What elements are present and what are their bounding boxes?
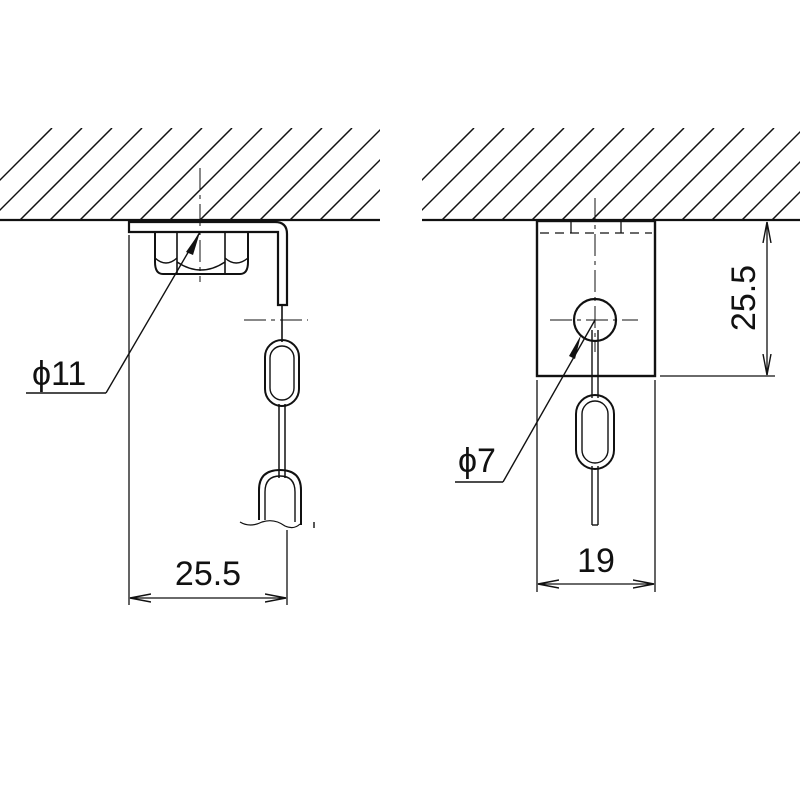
left-ceiling	[0, 128, 380, 222]
hatch-line	[19, 128, 113, 220]
hatch-line	[0, 128, 53, 182]
hex-nut	[154, 231, 249, 275]
right-hole-diameter-label: ϕ7	[458, 442, 496, 480]
hatch-line	[681, 128, 775, 220]
left-view: ϕ11 25.5	[0, 128, 380, 605]
hatch-line	[79, 128, 173, 220]
hatch-line	[741, 160, 800, 220]
hatch-line	[199, 128, 293, 220]
hatch-line	[422, 128, 505, 212]
hatch-line	[621, 128, 715, 220]
hatch-line	[422, 128, 475, 182]
hatch-line	[471, 128, 565, 220]
right-ceiling	[422, 128, 800, 222]
hatch-line	[289, 128, 380, 220]
right-height-dimension	[660, 222, 775, 377]
hatch-line	[441, 128, 535, 220]
l-bracket	[127, 220, 289, 307]
left-width-dimension	[128, 235, 288, 605]
hatch-line	[591, 128, 685, 220]
hatch-line	[651, 128, 745, 220]
hatch-line	[109, 128, 203, 220]
left-ceiling-hatch	[0, 128, 380, 220]
hatch-line	[169, 128, 263, 220]
right-height-label: 25.5	[725, 265, 763, 331]
hatch-line	[349, 188, 380, 220]
right-chain	[575, 330, 615, 526]
right-view: ϕ7 25.5 19	[422, 128, 800, 592]
hatch-line	[319, 158, 380, 220]
hatch-line	[229, 128, 323, 220]
right-width-dimension	[536, 380, 656, 592]
bracket-plate	[535, 219, 657, 378]
hatch-line	[771, 190, 800, 220]
hatch-line	[259, 128, 353, 220]
right-hole-leader	[455, 319, 596, 483]
right-ceiling-hatch	[422, 128, 800, 220]
left-width-label: 25.5	[175, 555, 241, 593]
hatch-line	[561, 128, 655, 220]
left-hole-leader	[26, 231, 201, 394]
hatch-line	[501, 128, 595, 220]
hatch-line	[711, 130, 800, 220]
hatch-line	[49, 128, 143, 220]
left-hole-diameter-label: ϕ11	[32, 355, 86, 393]
hatch-line	[531, 128, 625, 220]
left-chain	[239, 305, 315, 529]
hatch-line	[139, 128, 233, 220]
right-width-label: 19	[577, 542, 615, 580]
hatch-line	[0, 128, 83, 212]
